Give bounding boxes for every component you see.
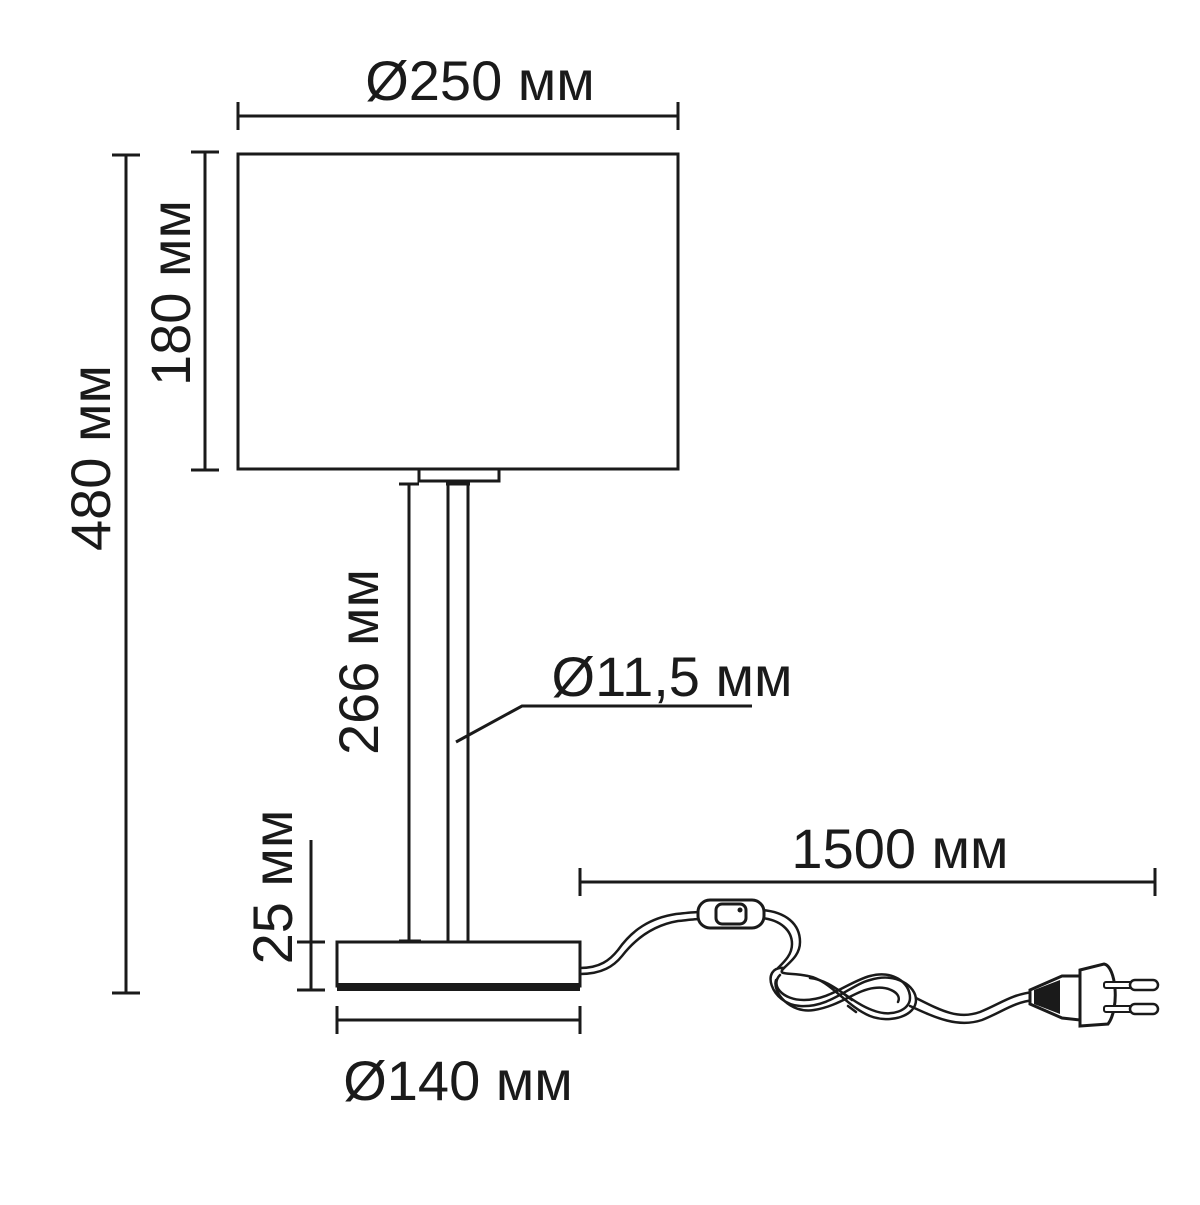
power-plug (1028, 962, 1160, 1028)
total-height-label: 480 мм (59, 365, 122, 551)
shade-diameter-dimension: Ø250 мм (236, 49, 680, 130)
base-diameter-label: Ø140 мм (343, 1049, 573, 1112)
lamp-shade (236, 152, 680, 471)
base-height-dimension: 25 мм (241, 810, 325, 992)
shade-height-dimension: 180 мм (139, 150, 219, 472)
stem-height-dimension: 266 мм (327, 482, 421, 943)
stem-height-label: 266 мм (327, 569, 390, 755)
lamp-base (335, 940, 582, 991)
stem-diameter-leader: Ø11,5 мм (455, 645, 793, 744)
power-cord (578, 908, 1036, 1025)
base-height-label: 25 мм (241, 810, 304, 965)
cord-length-dimension: 1500 мм (578, 817, 1157, 896)
base-diameter-dimension: Ø140 мм (335, 1006, 582, 1112)
lamp-stem (446, 482, 470, 944)
cord-length-label: 1500 мм (791, 817, 1008, 880)
stem-diameter-label: Ø11,5 мм (552, 645, 793, 708)
shade-collar (417, 467, 501, 483)
inline-switch (696, 898, 766, 930)
total-height-dimension: 480 мм (59, 153, 140, 995)
shade-diameter-label: Ø250 мм (365, 49, 595, 112)
shade-height-label: 180 мм (139, 200, 202, 386)
